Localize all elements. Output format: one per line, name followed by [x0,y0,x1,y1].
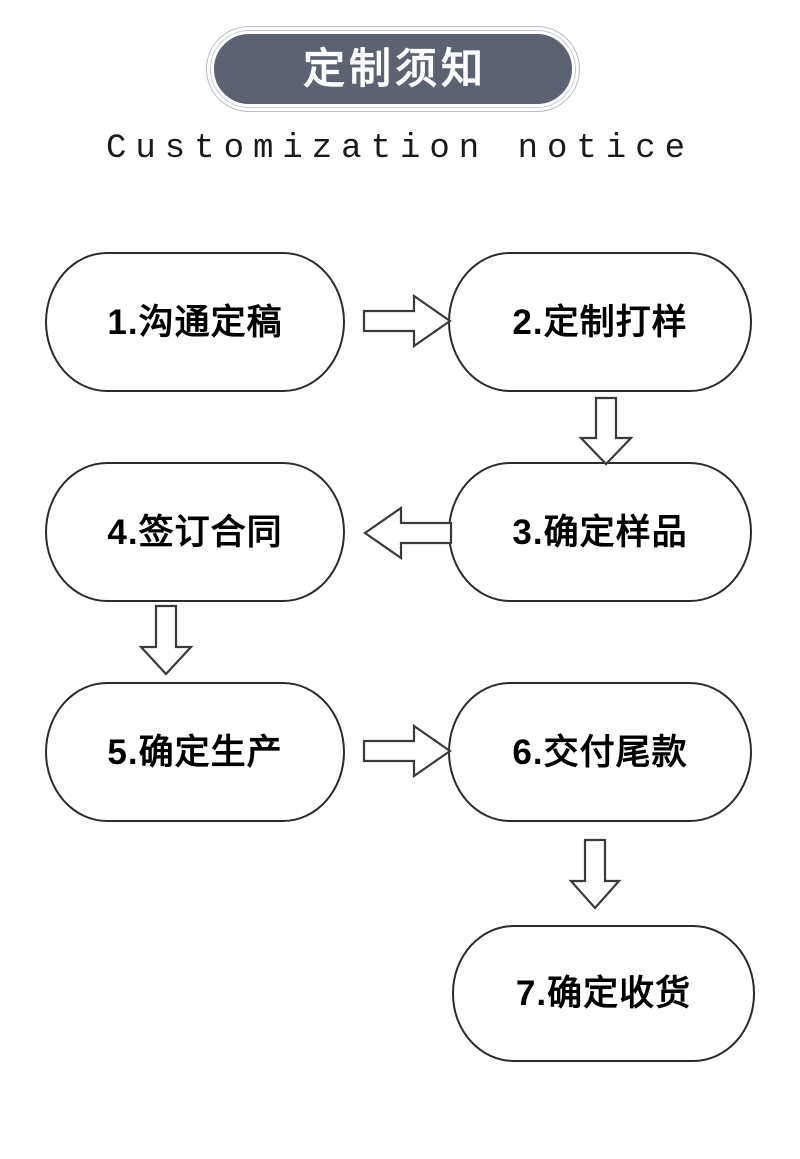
flow-node-step-4: 4.签订合同 [45,462,345,602]
arrow-down-icon [578,396,634,466]
arrow-down-icon [568,838,622,910]
flow-node-label: 3.确定样品 [512,512,688,552]
flow-node-label: 5.确定生产 [107,732,283,772]
flow-node-step-7: 7.确定收货 [452,925,755,1062]
flow-node-step-1: 1.沟通定稿 [45,252,345,392]
flow-node-label: 2.定制打样 [512,302,688,342]
flow-node-step-5: 5.确定生产 [45,682,345,822]
arrow-right-icon [362,293,452,349]
flow-node-label: 7.确定收货 [515,974,692,1013]
page-title: 定制须知 [302,45,487,92]
flow-node-step-3: 3.确定样品 [448,462,752,602]
flow-node-label: 1.沟通定稿 [107,302,283,342]
flow-node-label: 4.签订合同 [107,512,283,552]
page-title-badge: 定制须知 [206,26,580,112]
flow-node-step-6: 6.交付尾款 [448,682,752,822]
arrow-down-icon [138,604,194,676]
arrow-left-icon [363,505,453,561]
badge-inner-fill: 定制须知 [211,31,575,107]
page-subtitle: Customization notice [105,130,695,168]
flow-node-label: 6.交付尾款 [512,732,688,772]
flow-node-step-2: 2.定制打样 [448,252,752,392]
arrow-right-icon [362,723,452,779]
